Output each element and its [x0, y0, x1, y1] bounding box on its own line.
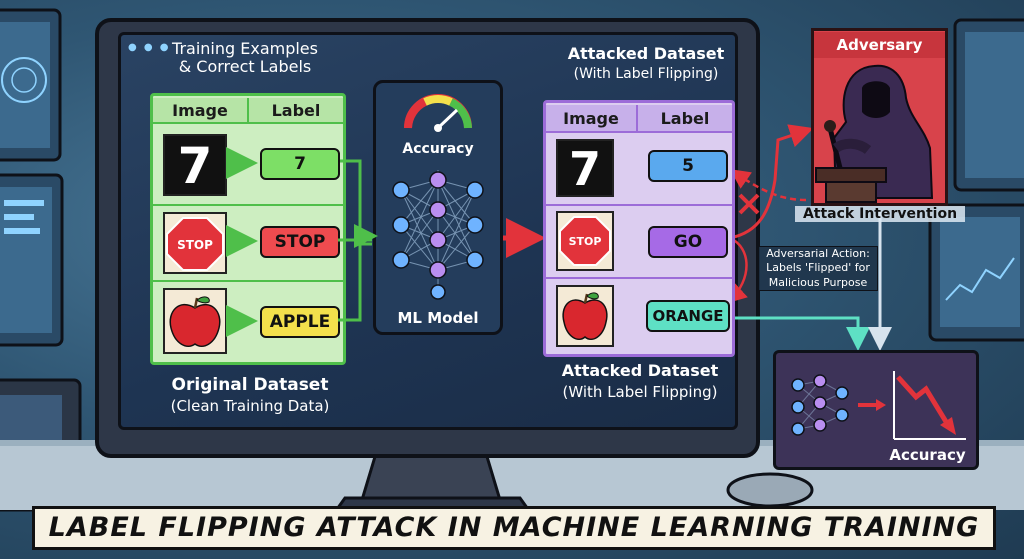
label-chip: 5	[648, 150, 728, 182]
result-label: Accuracy	[889, 446, 966, 464]
result-visual	[791, 371, 966, 440]
stop-sign-icon: STOP	[559, 216, 611, 266]
label-chip: GO	[648, 226, 728, 258]
apple-image	[556, 285, 614, 347]
label-chip: ORANGE	[646, 300, 730, 332]
attacked-dataset-panel: Image Label 7 5 STOP GO ORANGE	[543, 100, 735, 357]
digit-image: 7	[556, 139, 614, 197]
hooded-hacker-icon	[815, 64, 934, 203]
attacked-col-image: Image	[546, 105, 638, 133]
attacked-caption-sub: (With Label Flipping)	[562, 383, 718, 401]
apple-image	[163, 288, 227, 354]
original-caption-sub: (Clean Training Data)	[170, 397, 330, 415]
adversary-caption: Attack Intervention	[795, 206, 965, 222]
original-header: Training Examples & Correct Labels	[172, 39, 318, 77]
row-divider	[153, 204, 343, 206]
down-trend-chart-icon	[893, 371, 966, 440]
stop-sign-text: STOP	[569, 235, 602, 248]
neural-network-icon	[791, 374, 849, 436]
model-label: ML Model	[397, 309, 479, 327]
neural-network-icon	[392, 94, 484, 300]
label-chip: 7	[260, 148, 340, 180]
gauge-icon	[404, 94, 472, 132]
adversary-title: Adversary	[814, 32, 945, 58]
attacked-header-sub: (With Label Flipping)	[573, 66, 719, 82]
adversary-note: Adversarial Action: Labels 'Flipped' for…	[758, 246, 878, 291]
attacked-col-label: Label	[638, 105, 732, 133]
label-chip: STOP	[260, 226, 340, 258]
original-col-label: Label	[249, 98, 343, 124]
attacked-header-title: Attacked Dataset	[567, 44, 725, 63]
stop-sign-text: STOP	[177, 238, 213, 252]
row-divider	[546, 277, 732, 279]
row-divider	[546, 204, 732, 206]
label-chip: APPLE	[260, 306, 340, 338]
stop-sign-image: STOP	[556, 211, 614, 271]
apple-icon	[169, 296, 221, 348]
title-banner: LABEL FLIPPING ATTACK IN MACHINE LEARNIN…	[32, 506, 996, 550]
original-caption-title: Original Dataset	[171, 375, 329, 395]
gauge-label: Accuracy	[402, 141, 474, 157]
original-dataset-panel: Image Label 7 7 STOP STOP APPLE	[150, 93, 346, 365]
digit-image: 7	[163, 134, 227, 196]
attacked-caption-title: Attacked Dataset	[561, 361, 719, 380]
apple-icon	[562, 292, 608, 341]
stop-sign-icon: STOP	[166, 217, 224, 271]
banner-title: LABEL FLIPPING ATTACK IN MACHINE LEARNIN…	[48, 512, 980, 543]
stop-sign-image: STOP	[163, 212, 227, 274]
window-controls: ● ● ●	[128, 42, 171, 53]
row-divider	[153, 280, 343, 282]
original-col-image: Image	[153, 98, 249, 124]
